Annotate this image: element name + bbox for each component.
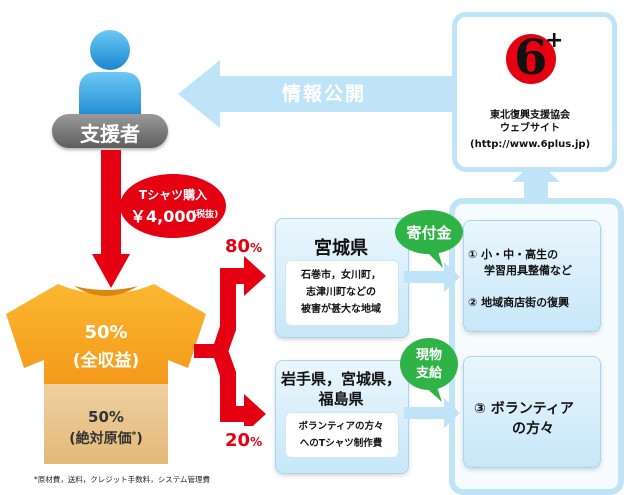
recipient-item1-line1: ① 小・中・高生の <box>468 248 559 261</box>
iwate-line1: ボランティアの方々 <box>298 421 384 432</box>
purchase-badge <box>120 174 226 238</box>
shirt-bottom-label-wrap: (絶対原価*) <box>44 428 168 448</box>
purchase-tax: (税抜) <box>192 210 219 220</box>
recipient-item2: ② 地域商店街の復興 <box>468 296 570 309</box>
goods-line2: 支給 <box>415 366 442 381</box>
recipient-item3-line2: の方々 <box>512 421 554 437</box>
site-name-line2: ウェブサイト <box>500 123 560 134</box>
shirt-bottom-label: (絶対原価 <box>69 431 132 447</box>
recipient-lower-box <box>463 356 601 468</box>
goods-line1: 現物 <box>415 348 442 363</box>
miyagi-detail-box <box>285 260 399 326</box>
supporter-label: 支援者 <box>80 122 140 146</box>
shirt-bottom-mark: * <box>131 430 137 441</box>
footnote: *原材費，送料，クレジット手数料，システム管理費 <box>34 475 211 484</box>
recipient-item1-line2: 学習用具整備など <box>484 264 572 277</box>
logo-circle <box>506 34 556 84</box>
split-lower-percent: 20% <box>225 430 263 451</box>
iwate-to-recipient-arrow <box>404 398 460 428</box>
miyagi-line3: 被害が甚大な地域 <box>301 304 381 315</box>
purchase-line1: Tシャツ購入 <box>138 188 208 202</box>
shirt-bottom-percent: 50% <box>88 408 124 426</box>
recipient-item3-line1: ③ ボランティア <box>474 401 574 417</box>
site-name-line1: 東北復興支援協会 <box>490 110 570 121</box>
shirt-bottom-close: ) <box>136 431 143 447</box>
donation-label: 寄付金 <box>406 224 452 242</box>
iwate-line2: へのTシャツ制作費 <box>299 438 383 449</box>
down-arrow <box>92 150 130 288</box>
iwate-title-line2: 福島県 <box>318 390 364 408</box>
iwate-detail-box <box>285 412 399 458</box>
site-url: (http://www.6plus.jp) <box>470 139 591 150</box>
person-icon <box>79 30 141 120</box>
shirt-top-percent: 50% <box>84 322 128 343</box>
purchase-price: ￥4,000 <box>130 207 197 226</box>
miyagi-line2: 志津川町などの <box>306 287 376 298</box>
goods-bubble <box>400 338 458 402</box>
iwate-title-line1: 岩手県，宮城県， <box>280 370 401 388</box>
tshirt-icon <box>6 284 206 464</box>
disclosure-label: 情報公開 <box>282 83 367 105</box>
shirt-top-label: (全収益) <box>72 351 140 371</box>
disclosure-arrow <box>178 60 453 128</box>
logo-six: 6 <box>514 30 548 86</box>
logo-plus: + <box>545 28 564 53</box>
donation-bubble <box>395 210 463 268</box>
supporter-badge <box>52 114 168 148</box>
miyagi-to-recipient-arrow <box>404 262 460 292</box>
split-arrows <box>194 256 266 426</box>
split-upper-percent: 80% <box>225 236 263 257</box>
miyagi-line1: 石巻市，女川町， <box>301 270 381 281</box>
miyagi-title: 宮城県 <box>314 238 368 259</box>
recipient-upper-box <box>463 220 601 332</box>
